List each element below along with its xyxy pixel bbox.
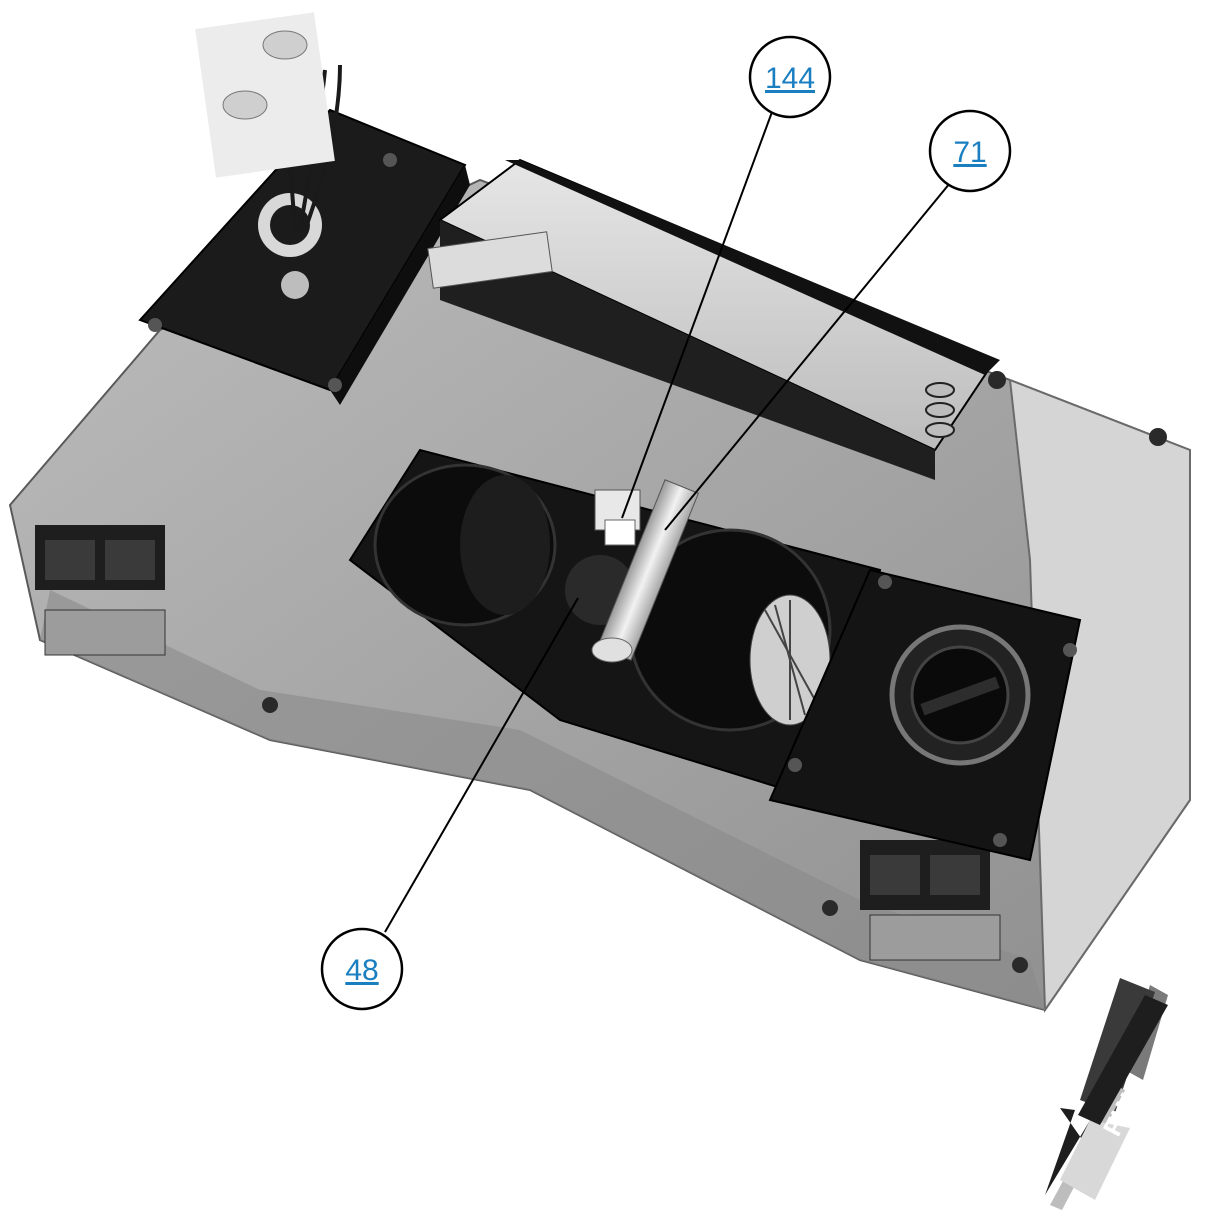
callout-71[interactable]: 71 — [928, 109, 1012, 193]
leader-lines — [384, 111, 951, 933]
cover-plate — [138, 108, 470, 405]
fwd-arrow-icon: FWD — [1045, 978, 1168, 1210]
outlet-plate — [768, 568, 1082, 862]
callout-144-label: 144 — [765, 62, 815, 95]
connector-left — [35, 525, 166, 656]
callout-144[interactable]: 144 — [748, 35, 832, 119]
connector-right — [860, 840, 1001, 961]
fasteners — [262, 371, 1167, 973]
thermostat-sensors — [195, 12, 335, 178]
heater-element — [427, 158, 1000, 480]
callout-71-label: 71 — [953, 136, 986, 169]
relay-block — [594, 489, 641, 546]
callout-48-label: 48 — [345, 954, 378, 987]
callout-48[interactable]: 48 — [320, 927, 404, 1011]
capacitor-tube — [591, 479, 700, 663]
